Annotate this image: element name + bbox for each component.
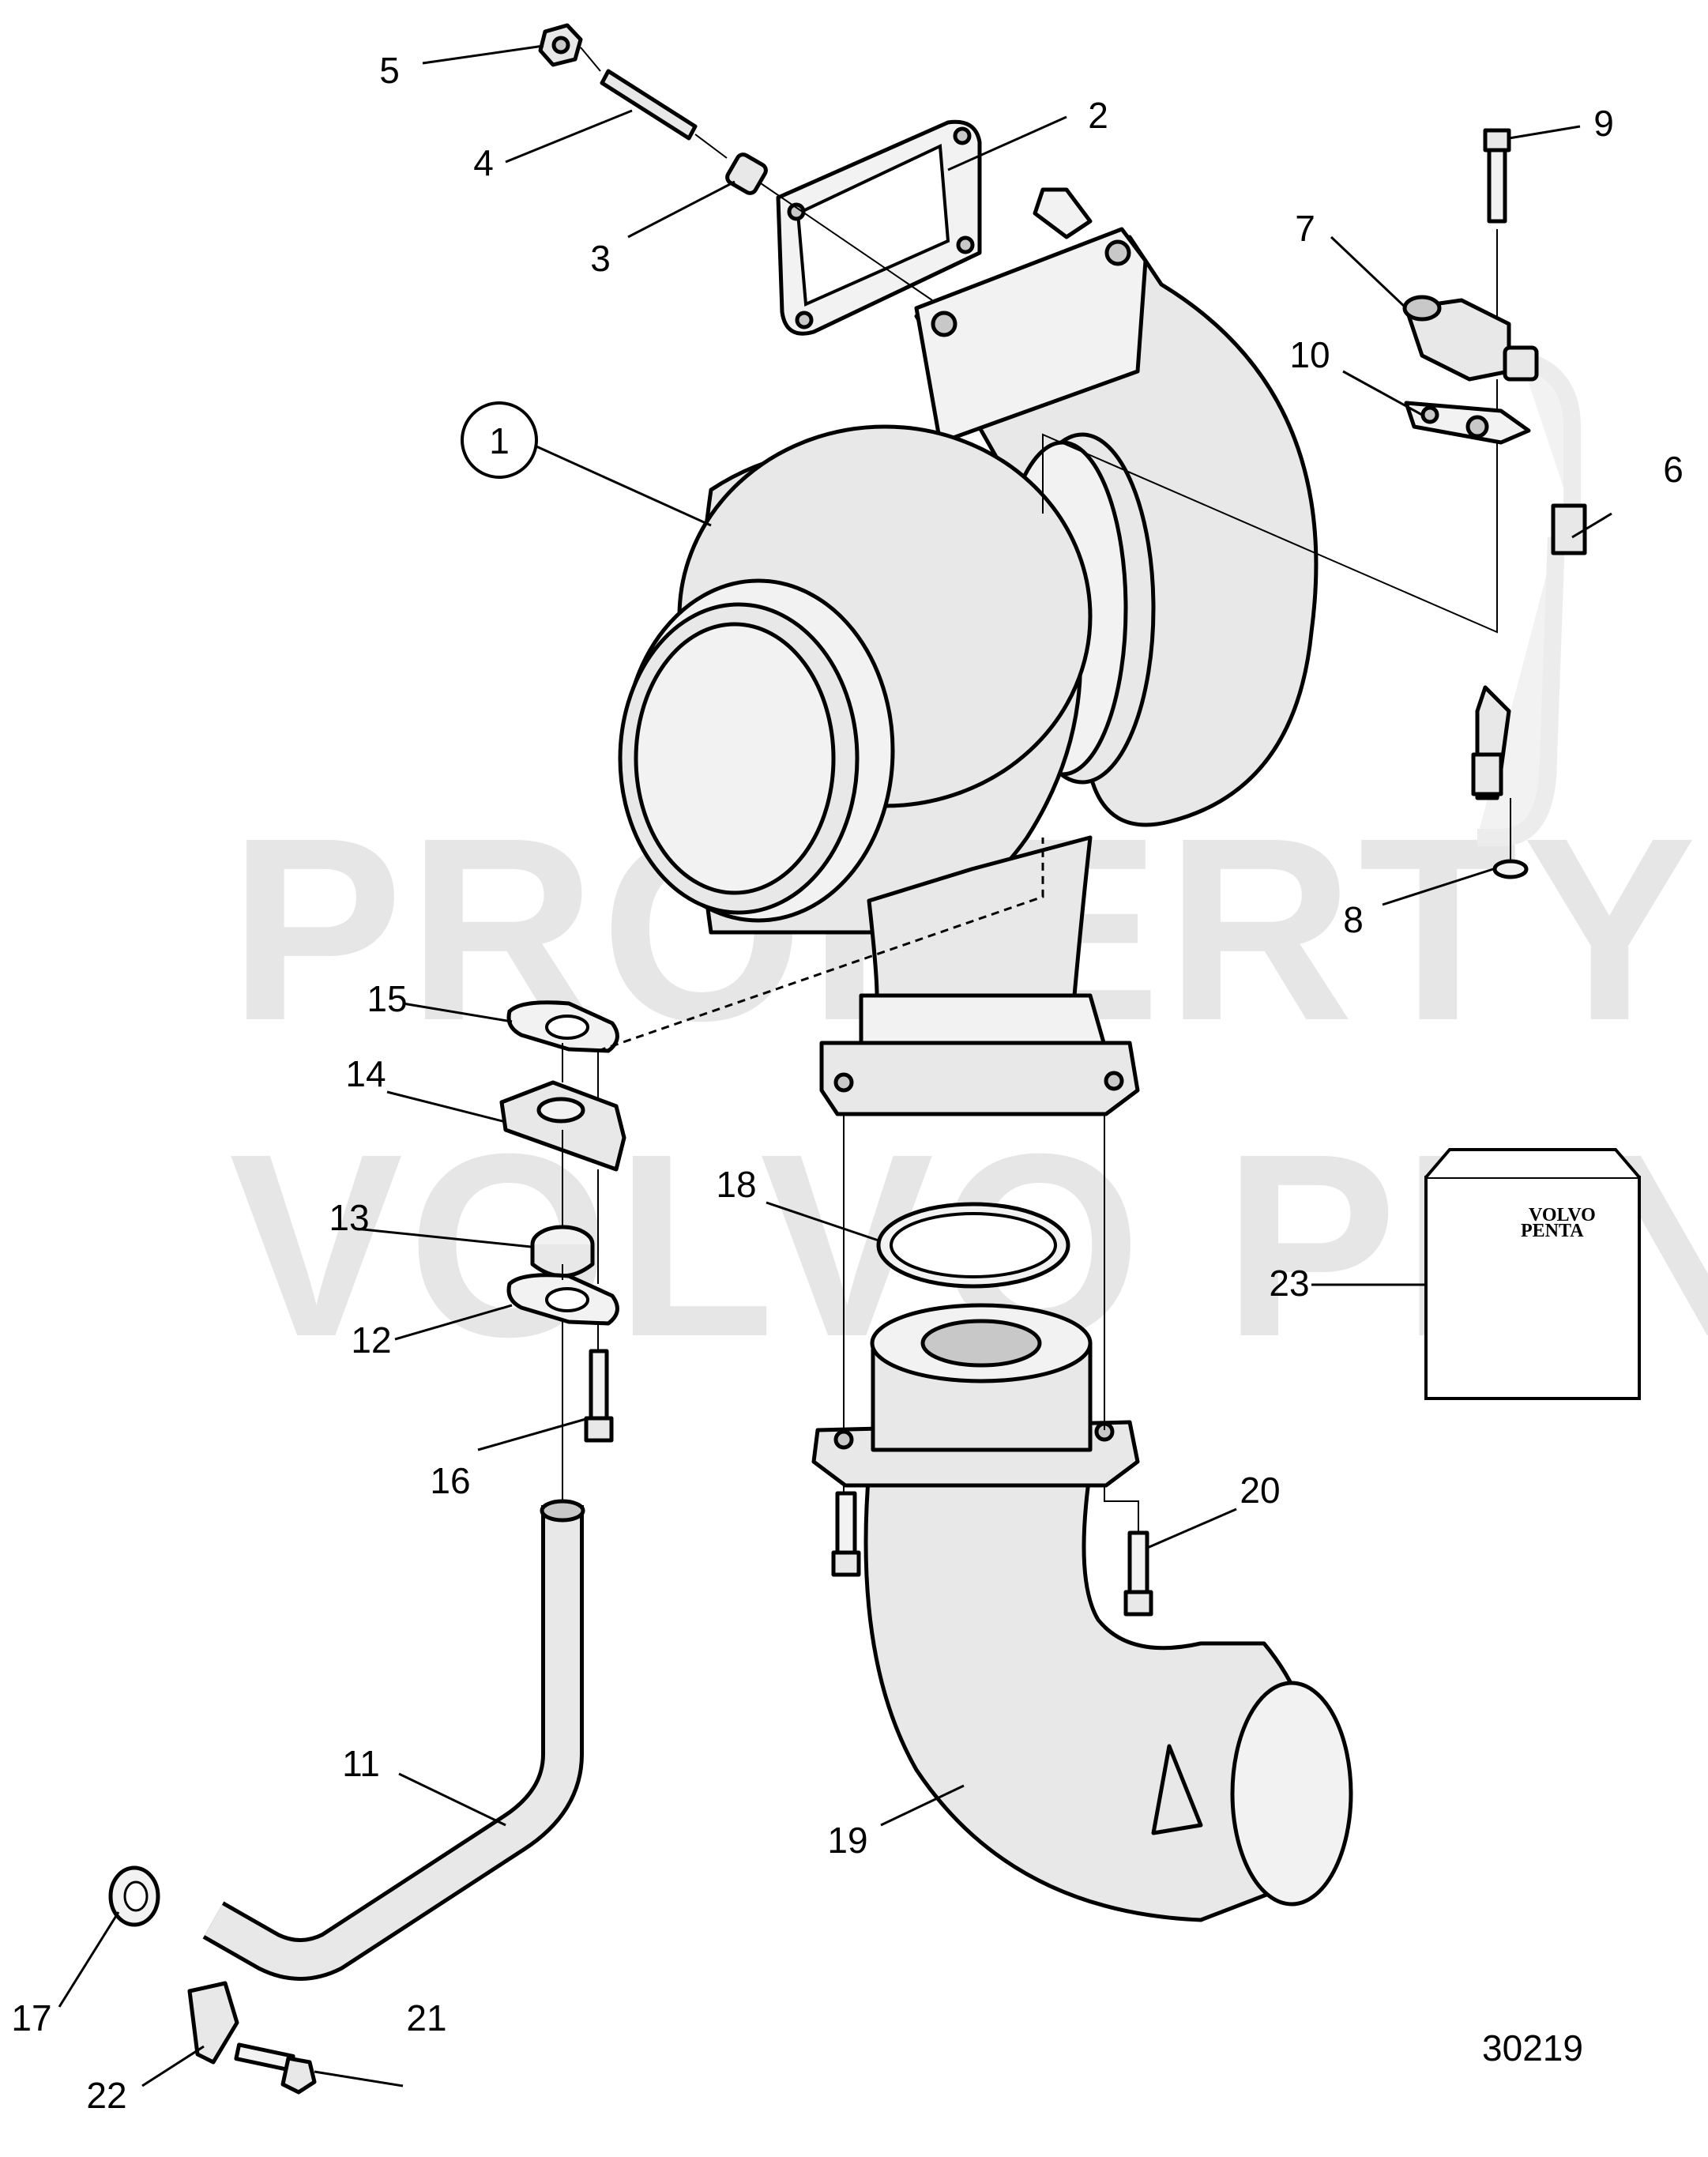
gasket-kit-envelope: VOLVO PENTA xyxy=(1424,1148,1641,1400)
callout-5: 5 xyxy=(379,50,400,91)
drawing-number: 30219 xyxy=(1482,2027,1583,2069)
callout-16: 16 xyxy=(430,1460,470,1501)
oil-drain-assembly xyxy=(108,838,1044,2095)
callout-7: 7 xyxy=(1295,208,1315,249)
callout-21: 21 xyxy=(406,1997,446,2038)
leader-lines xyxy=(58,44,1612,2087)
exhaust-gasket xyxy=(776,119,982,336)
callout-23: 23 xyxy=(1269,1263,1309,1304)
callout-17: 17 xyxy=(11,1997,51,2038)
callout-20: 20 xyxy=(1240,1470,1280,1511)
callout-12: 12 xyxy=(351,1319,391,1361)
callout-3: 3 xyxy=(590,238,611,279)
kit-logo-penta: PENTA xyxy=(1521,1221,1584,1241)
callout-15: 15 xyxy=(367,978,407,1019)
callout-1-circle xyxy=(461,401,538,479)
callout-6: 6 xyxy=(1663,449,1684,490)
callout-1: 1 xyxy=(489,420,510,461)
outlet-elbow-assembly xyxy=(811,1114,1353,1922)
callout-19: 19 xyxy=(827,1820,867,1861)
callout-14: 14 xyxy=(345,1053,386,1094)
callout-2: 2 xyxy=(1088,95,1108,136)
turbocharger xyxy=(618,187,1319,1116)
callout-13: 13 xyxy=(329,1197,369,1238)
callout-18: 18 xyxy=(716,1164,756,1205)
callout-8: 8 xyxy=(1343,899,1364,940)
nut xyxy=(538,23,583,67)
callout-9: 9 xyxy=(1593,103,1614,144)
stud xyxy=(600,69,698,141)
callout-11: 11 xyxy=(342,1743,380,1784)
oil-feed-assembly xyxy=(1042,128,1587,879)
callout-22: 22 xyxy=(86,2075,126,2116)
kit-logo-volvo: VOLVO xyxy=(1529,1205,1596,1225)
callout-labels: 1 2 3 4 5 6 7 8 9 10 11 12 13 14 15 16 1… xyxy=(11,50,1683,2116)
spacer-sleeve xyxy=(725,152,768,195)
callout-10: 10 xyxy=(1289,334,1330,375)
callout-4: 4 xyxy=(473,142,494,183)
